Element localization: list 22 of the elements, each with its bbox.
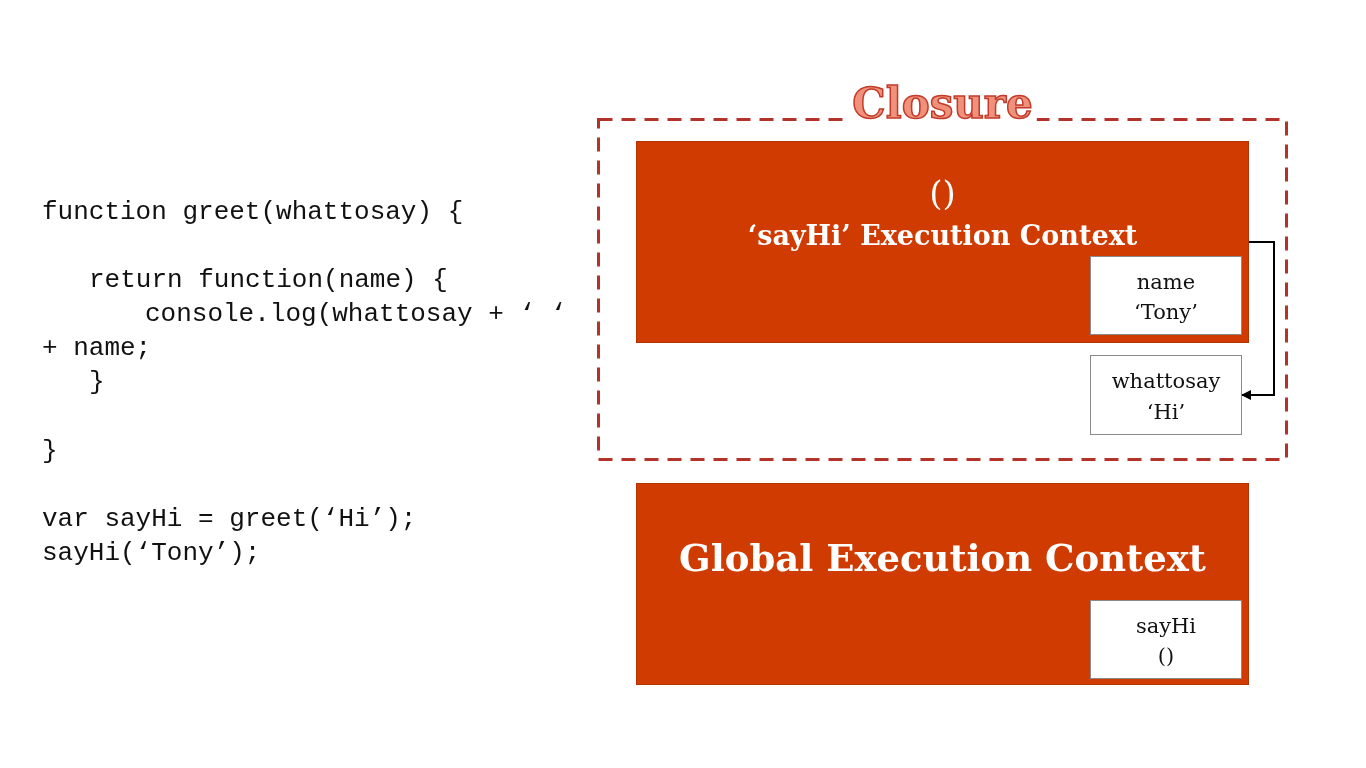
- execution-context-box: [636, 141, 1249, 343]
- arrow: [1241, 241, 1275, 400]
- variable-value: ‘Hi’: [1146, 399, 1186, 425]
- code-line: }: [89, 366, 105, 399]
- variable-box: [1090, 355, 1242, 435]
- variable-value: ‘Tony’: [1134, 299, 1198, 325]
- code-line: function greet(whattosay) {: [42, 196, 464, 229]
- code-line: console.log(whattosay + ‘ ‘ + name;: [42, 298, 568, 365]
- execution-context-box: [636, 483, 1249, 685]
- context-title: Global Execution Context: [679, 536, 1206, 580]
- variable-name: name: [1136, 269, 1196, 295]
- function-parentheses: (): [929, 173, 956, 213]
- code-line: }: [42, 435, 58, 468]
- code-line: sayHi(‘Tony’);: [42, 537, 261, 570]
- variable-name: sayHi: [1135, 613, 1197, 639]
- variable-box: [1090, 600, 1242, 679]
- context-title: ‘sayHi’ Execution Context: [747, 220, 1138, 252]
- variable-name: whattosay: [1111, 368, 1221, 394]
- variable-value: (): [1157, 643, 1175, 669]
- code-line: var sayHi = greet(‘Hi’);: [42, 503, 417, 536]
- variable-box: [1090, 256, 1242, 335]
- code-line: return function(name) {: [89, 264, 448, 297]
